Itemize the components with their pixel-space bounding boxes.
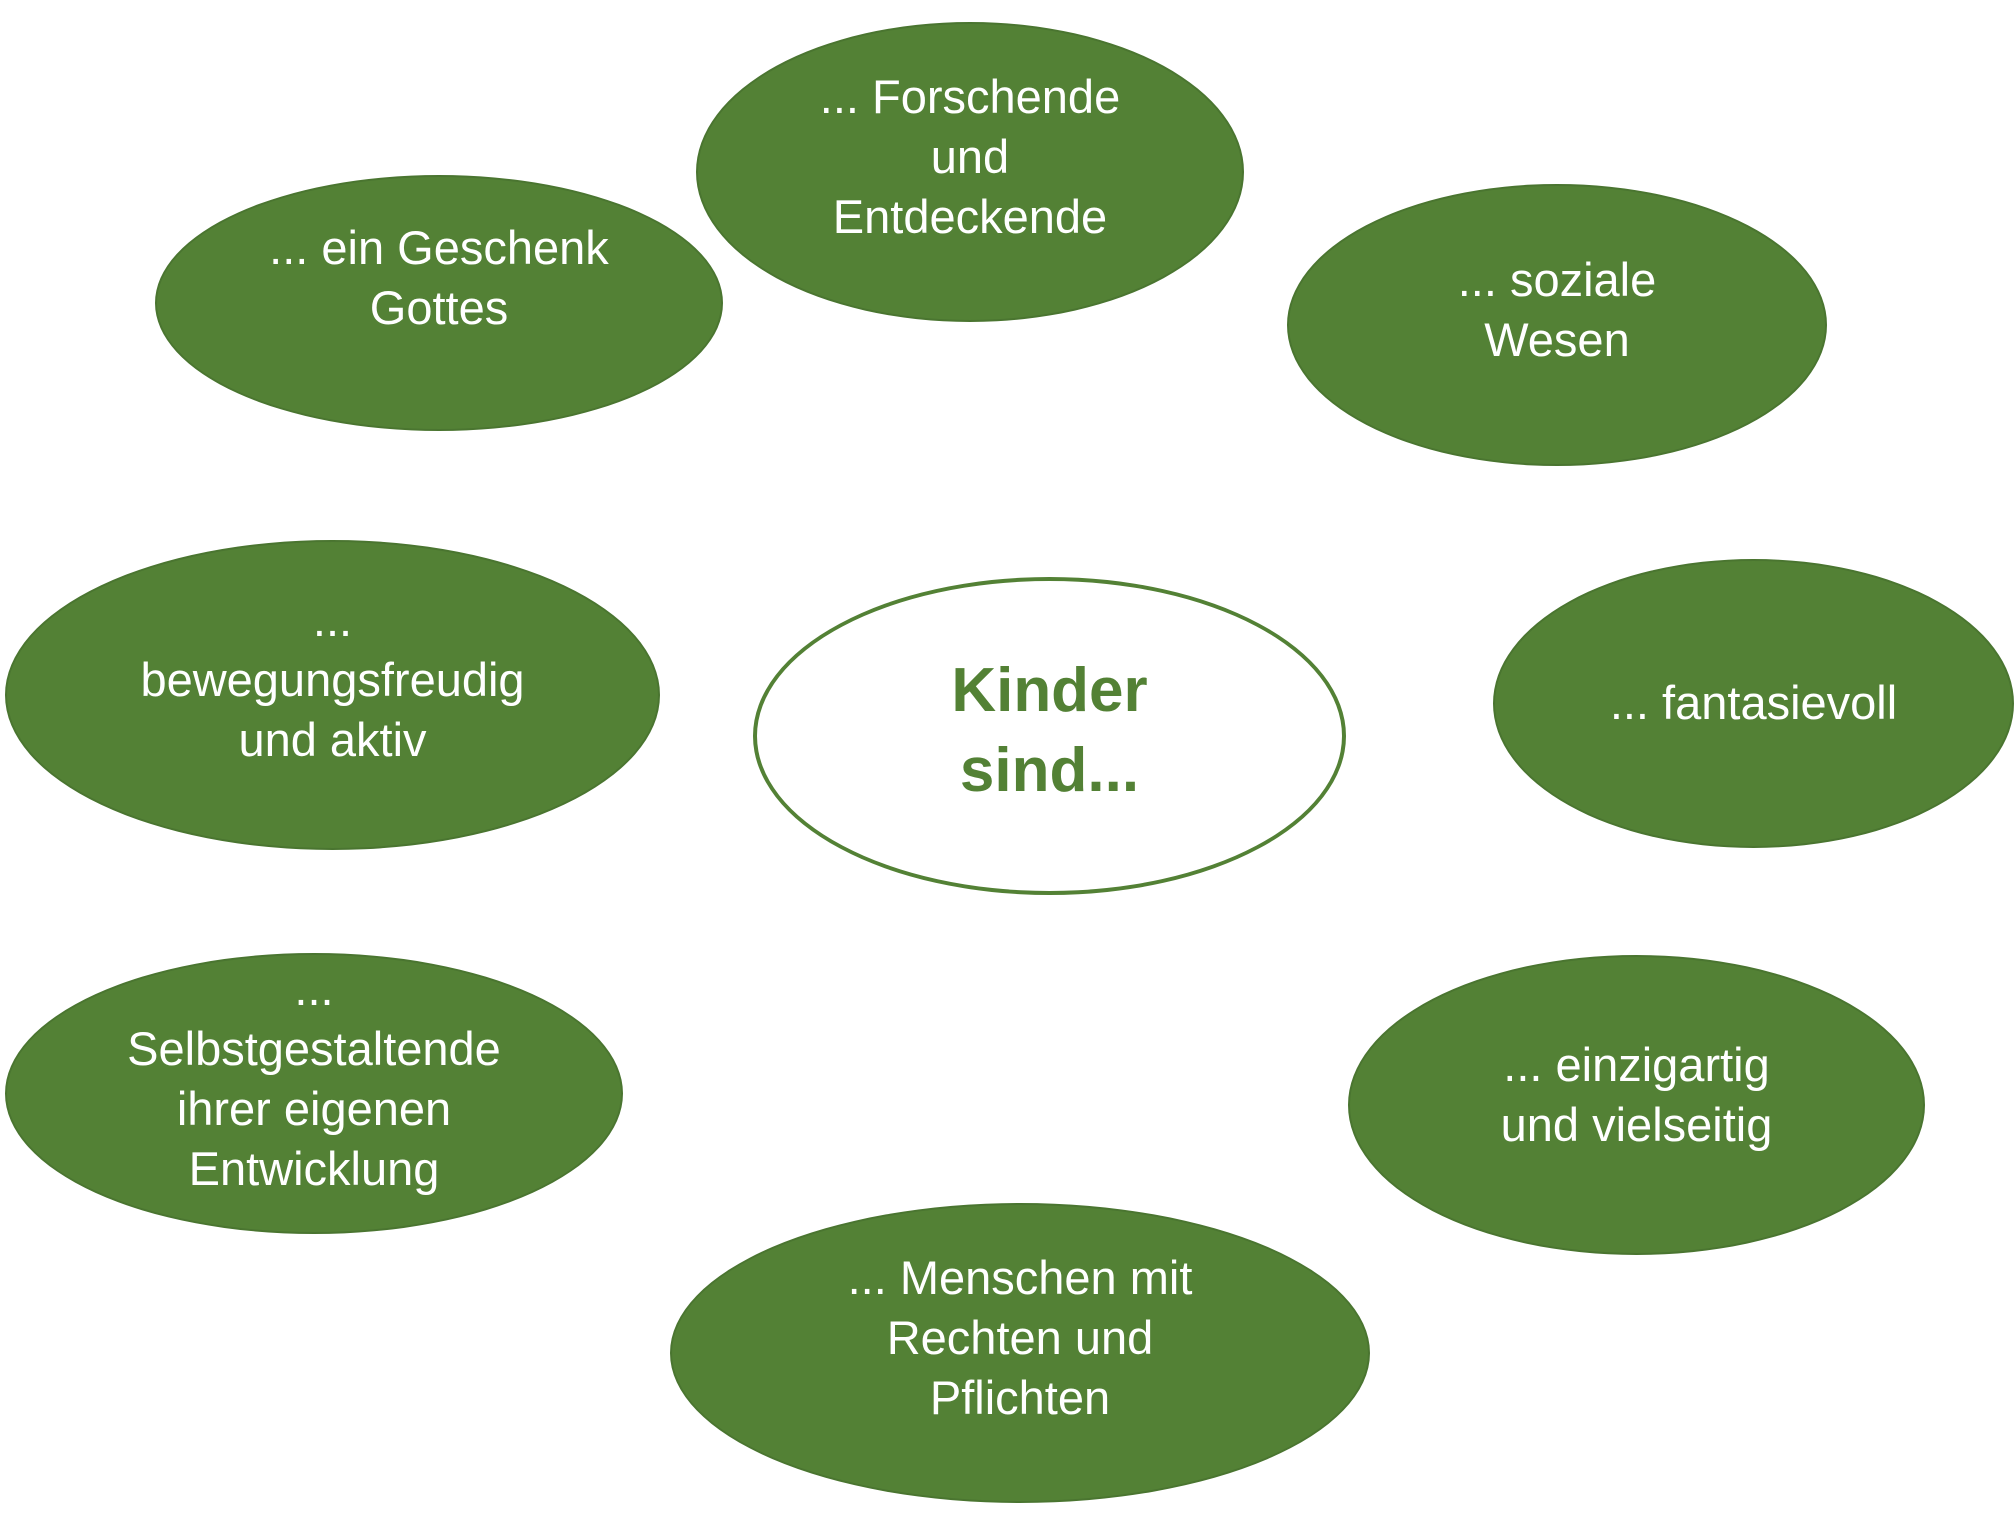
bubble-geschenk-gottes: ... ein Geschenk Gottes <box>155 175 723 431</box>
bubble-label: ... soziale Wesen <box>1457 253 1657 366</box>
bubble-menschen-mit-rechten: ... Menschen mit Rechten und Pflichten <box>670 1203 1370 1503</box>
bubble-selbstgestaltende: ... Selbstgestaltende ihrer eigenen Entw… <box>5 953 623 1234</box>
bubble-label: ... fantasievoll <box>1609 675 1898 729</box>
center-bubble: Kinder sind... <box>753 577 1346 895</box>
bubble-label: ... Menschen mit Rechten und Pflichten <box>847 1251 1193 1424</box>
bubble-soziale-wesen: ... soziale Wesen <box>1287 184 1827 466</box>
bubble-label: ... bewegungsfreudig und aktiv <box>140 593 525 766</box>
bubble-bewegungsfreudig: ... bewegungsfreudig und aktiv <box>5 540 660 850</box>
bubble-label: ... ein Geschenk Gottes <box>269 221 609 334</box>
bubble-label: ... Forschende und Entdeckende <box>819 70 1121 243</box>
bubble-forschende: ... Forschende und Entdeckende <box>696 22 1244 322</box>
bubble-label: ... Selbstgestaltende ihrer eigenen Entw… <box>127 961 501 1195</box>
center-label: Kinder sind... <box>951 656 1148 805</box>
bubble-einzigartig: ... einzigartig und vielseitig <box>1348 955 1925 1255</box>
bubble-label: ... einzigartig und vielseitig <box>1500 1038 1773 1151</box>
bubble-fantasievoll: ... fantasievoll <box>1493 559 2014 848</box>
